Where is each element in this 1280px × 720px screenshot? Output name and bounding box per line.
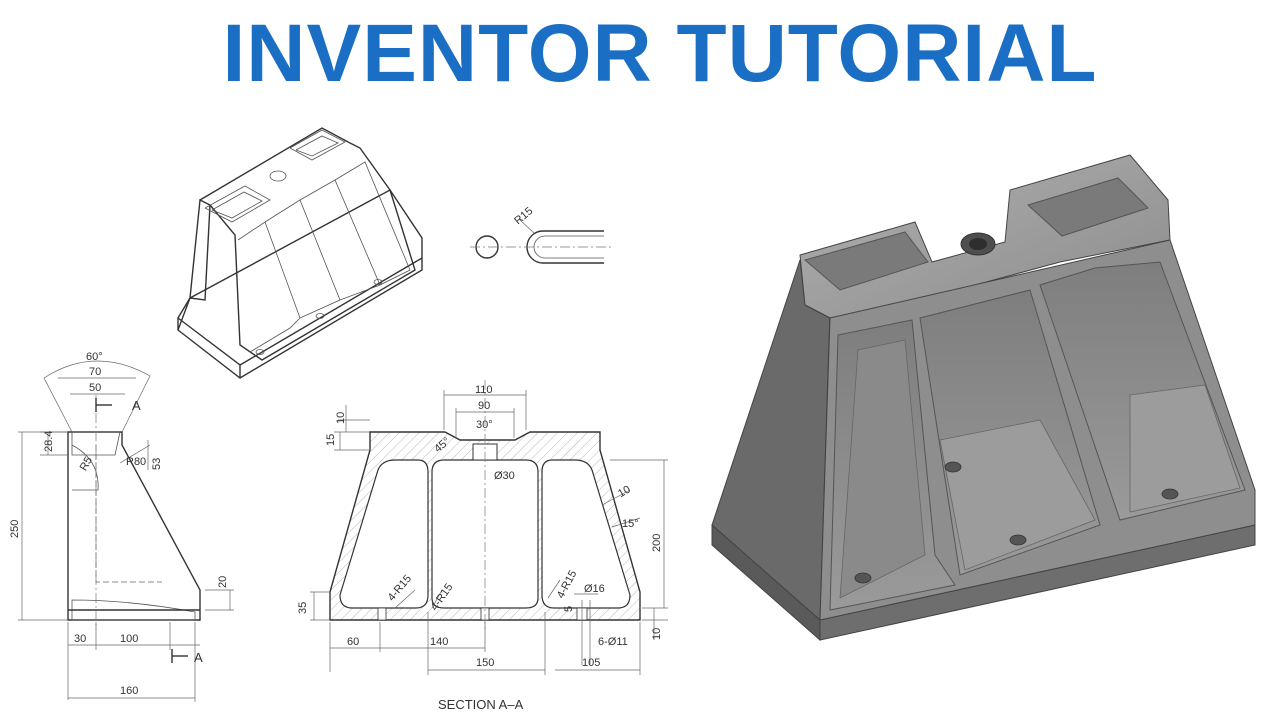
section-mark-bottom: A xyxy=(194,650,203,665)
section-caption: SECTION A–A xyxy=(438,697,524,712)
dim-angle-60: 60° xyxy=(86,351,103,363)
dim-10-right: 10 xyxy=(616,484,633,501)
dim-90: 90 xyxy=(478,400,490,412)
dim-10-bottom: 10 xyxy=(651,628,663,640)
dim-r5: R5 xyxy=(78,455,95,473)
dim-5: 5 xyxy=(563,606,575,612)
dim-53: 53 xyxy=(151,458,163,470)
isometric-line-drawing xyxy=(177,127,423,379)
dim-140: 140 xyxy=(430,636,448,648)
dim-70: 70 xyxy=(89,366,101,378)
side-view: 60° 70 50 A 28.4 R80 53 R5 250 20 30 100… xyxy=(9,351,234,702)
shaded-3d-model xyxy=(711,154,1256,642)
dim-160: 160 xyxy=(120,685,138,697)
slot-detail: R15 xyxy=(470,205,612,264)
dim-r15-slot: R15 xyxy=(512,205,535,227)
section-view: 110 90 10 15 30° 45° Ø30 200 10 15° 4-R1… xyxy=(297,380,668,712)
dim-20: 20 xyxy=(217,576,229,588)
dim-15: 15 xyxy=(325,434,337,446)
dim-28-4: 28.4 xyxy=(43,431,55,452)
dim-250: 250 xyxy=(9,520,21,538)
dim-200: 200 xyxy=(651,534,663,552)
dim-100: 100 xyxy=(120,633,138,645)
dim-60: 60 xyxy=(347,636,359,648)
dim-10-top: 10 xyxy=(335,412,347,424)
dim-r80: R80 xyxy=(126,456,146,468)
dim-50: 50 xyxy=(89,382,101,394)
dim-105: 105 xyxy=(582,657,600,669)
section-mark-top: A xyxy=(132,398,141,413)
dim-angle-30: 30° xyxy=(476,419,493,431)
page-title: INVENTOR TUTORIAL xyxy=(222,8,1098,99)
dim-30: 30 xyxy=(74,633,86,645)
dim-6-dia11: 6-Ø11 xyxy=(598,636,628,648)
dim-35: 35 xyxy=(297,602,309,614)
dim-angle-15: 15° xyxy=(622,518,639,530)
dim-dia30: Ø30 xyxy=(494,470,515,482)
dim-110: 110 xyxy=(475,384,493,396)
dim-150: 150 xyxy=(476,657,494,669)
dim-dia16: Ø16 xyxy=(584,583,605,595)
